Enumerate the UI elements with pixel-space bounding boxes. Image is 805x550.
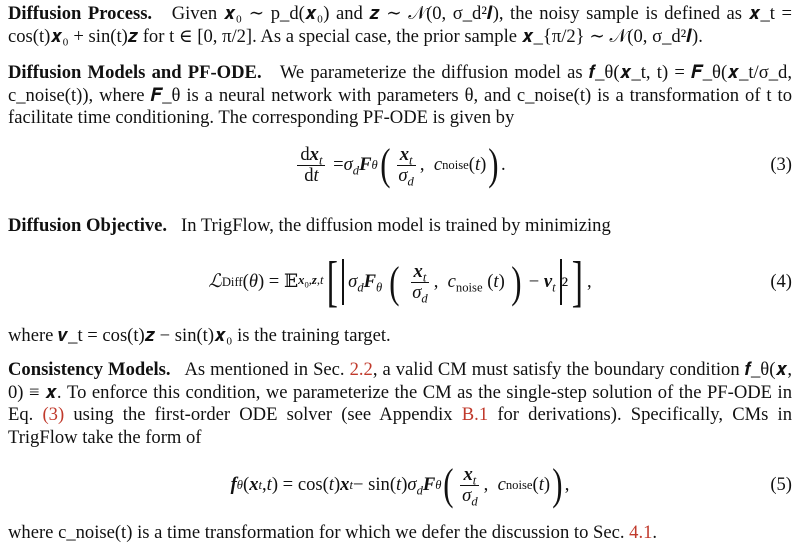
paragraph-diffusion-models: Diffusion Models and PF-ODE. We paramete…	[8, 62, 792, 130]
heading-diffusion-models: Diffusion Models and PF-ODE.	[8, 62, 262, 83]
heading-diffusion-objective: Diffusion Objective.	[8, 215, 168, 236]
consistency-text-d: for derivations). Specifically, CMs in T…	[8, 404, 792, 448]
link-sec-4-1[interactable]: 4.1	[629, 522, 653, 543]
diffusion-process-line2: 𝒙_t = cos(t)𝒙₀ + sin(t)𝒛 for t ∈ [0, π/2…	[8, 3, 792, 47]
diffusion-process-line1: Given 𝒙₀ ∼ p_d(𝒙₀) and 𝒛 ∼ 𝒩(0, σ_d²𝑰), …	[171, 3, 743, 24]
link-sec-2-2[interactable]: 2.2	[349, 359, 373, 380]
paragraph-diffusion-process: Diffusion Process. Given 𝒙₀ ∼ p_d(𝒙₀) an…	[8, 3, 792, 48]
training-target-text: where 𝒗_t = cos(t)𝒛 − sin(t)𝒙₀ is the tr…	[8, 325, 391, 346]
consistency-text-c: using the first-order ODE solver (see Ap…	[73, 404, 453, 425]
paragraph-diffusion-objective: Diffusion Objective. In TrigFlow, the di…	[8, 215, 792, 238]
heading-consistency-models: Consistency Models.	[8, 359, 171, 380]
diffusion-models-text: We parameterize the diffusion model as 𝒇…	[8, 62, 792, 128]
link-appendix-b1[interactable]: B.1	[461, 404, 489, 425]
consistency-text-a: As mentioned in Sec.	[184, 359, 345, 380]
link-eq-3[interactable]: (3)	[42, 404, 65, 425]
equation-3-number: (3)	[770, 153, 792, 175]
equation-5-number: (5)	[770, 473, 792, 495]
noise-transformation-text-b: .	[652, 522, 658, 543]
paragraph-noise-transformation: where c_noise(t) is a time transformatio…	[8, 522, 792, 545]
diffusion-objective-text: In TrigFlow, the diffusion model is trai…	[181, 215, 611, 236]
heading-diffusion-process: Diffusion Process.	[8, 3, 153, 24]
equation-4-number: (4)	[770, 270, 792, 292]
paragraph-training-target: where 𝒗_t = cos(t)𝒛 − sin(t)𝒙₀ is the tr…	[8, 325, 792, 348]
consistency-text-b: , a valid CM must satisfy the boundary c…	[8, 359, 792, 425]
paragraph-consistency-models: Consistency Models. As mentioned in Sec.…	[8, 359, 792, 449]
noise-transformation-text-a: where c_noise(t) is a time transformatio…	[8, 522, 625, 543]
